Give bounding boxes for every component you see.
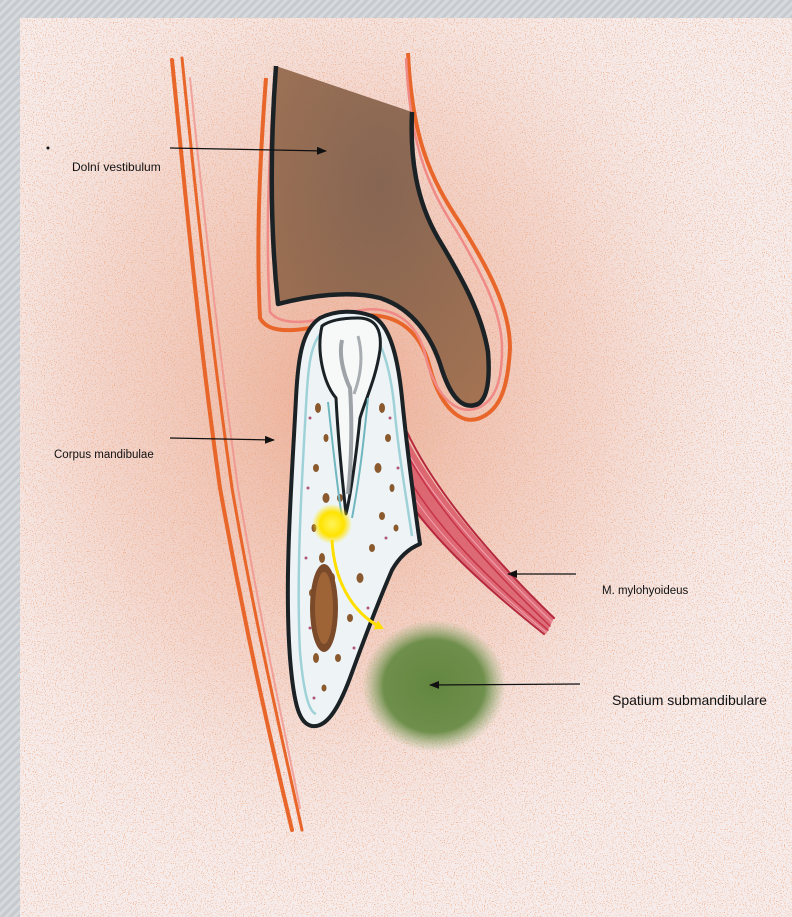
submandibular-space [362,620,506,752]
label-spatium-submandibulare: Spatium submandibulare [612,692,767,708]
illustration-canvas: Dolní vestibulum Corpus mandibulae M. my… [20,18,792,917]
label-m-mylohyoideus: M. mylohyoideus [602,585,688,597]
label-dot [47,147,50,150]
anatomy-diagram [20,18,792,917]
label-dolni-vestibulum: Dolní vestibulum [72,160,161,174]
label-corpus-mandibulae: Corpus mandibulae [54,449,154,461]
infection-focus [312,504,352,544]
